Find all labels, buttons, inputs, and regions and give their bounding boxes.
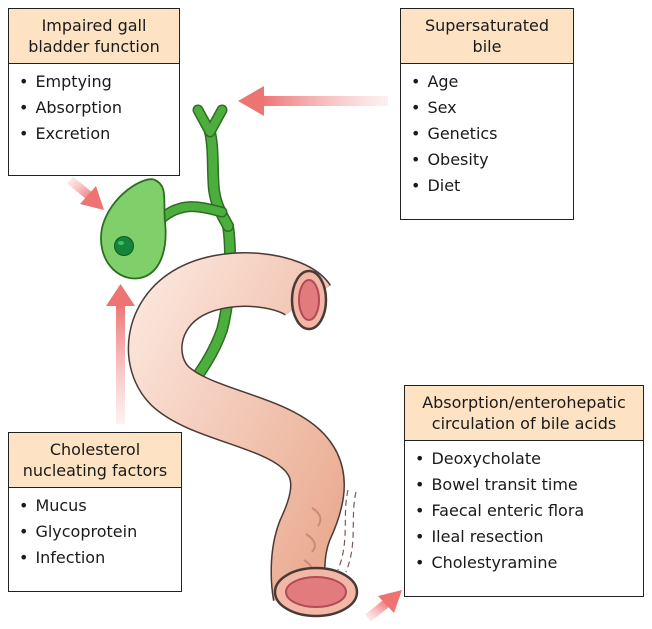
list-item: Diet (411, 173, 565, 199)
enterohepatic-circulation-box: Absorption/enterohepatic circulation of … (404, 385, 644, 597)
list-item: Cholestyramine (415, 550, 635, 576)
nucleating-factors-list: Mucus Glycoprotein Infection (9, 488, 181, 576)
list-item: Mucus (19, 493, 173, 519)
enterohepatic-circulation-list: Deoxycholate Bowel transit time Faecal e… (405, 441, 643, 581)
list-item: Age (411, 69, 565, 95)
list-item: Glycoprotein (19, 519, 173, 545)
list-item: Genetics (411, 121, 565, 147)
list-item: Emptying (19, 69, 171, 95)
gallbladder-function-title: Impaired gall bladder function (9, 9, 179, 64)
list-item: Ileal resection (415, 524, 635, 550)
arrow-function-to-gallbladder (70, 180, 104, 210)
supersaturated-bile-list: Age Sex Genetics Obesity Diet (401, 64, 573, 204)
supersaturated-bile-box: Supersaturated bile Age Sex Genetics Obe… (400, 8, 574, 220)
nucleating-factors-title: Cholesterol nucleating factors (9, 433, 181, 488)
arrow-bile-to-duct (238, 86, 388, 116)
list-item: Infection (19, 545, 173, 571)
list-item: Excretion (19, 121, 171, 147)
supersaturated-bile-title: Supersaturated bile (401, 9, 573, 64)
nucleating-factors-box: Cholesterol nucleating factors Mucus Gly… (8, 432, 182, 592)
intestine (155, 271, 357, 616)
list-item: Faecal enteric flora (415, 498, 635, 524)
gallstone (115, 237, 134, 256)
arrow-absorption-to-intestine (368, 590, 402, 618)
list-item: Sex (411, 95, 565, 121)
list-item: Deoxycholate (415, 446, 635, 472)
list-item: Obesity (411, 147, 565, 173)
list-item: Bowel transit time (415, 472, 635, 498)
gallbladder (101, 179, 166, 278)
enterohepatic-circulation-title: Absorption/enterohepatic circulation of … (405, 386, 643, 441)
list-item: Absorption (19, 95, 171, 121)
gallbladder-function-box: Impaired gall bladder function Emptying … (8, 8, 180, 176)
gallbladder-function-list: Emptying Absorption Excretion (9, 64, 179, 152)
